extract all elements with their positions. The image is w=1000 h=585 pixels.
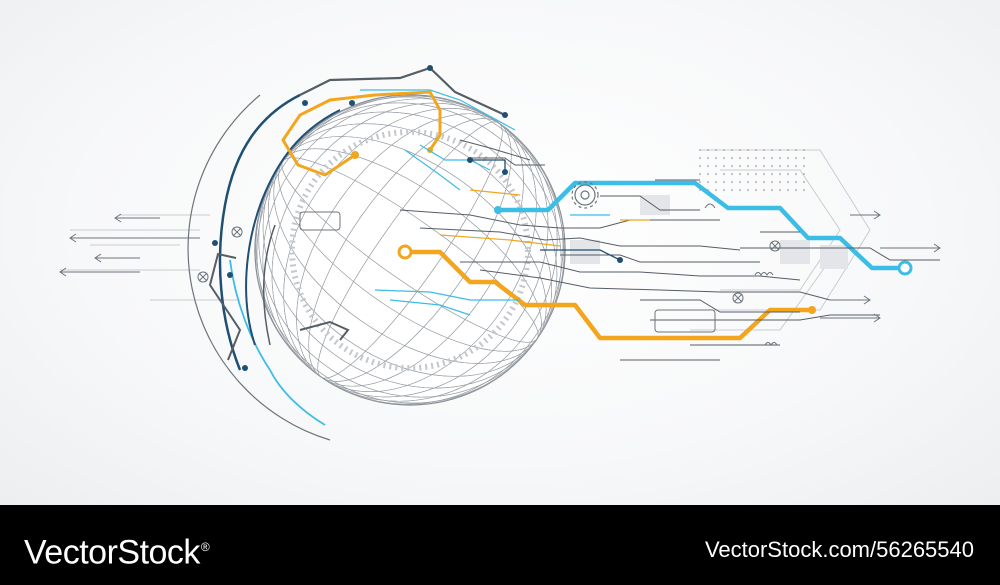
arrow-icon xyxy=(59,210,941,323)
circuit-traces-blue xyxy=(374,144,610,316)
brand-logo: VectorStock® xyxy=(24,527,210,572)
gear-icon xyxy=(571,181,599,209)
brand-name: VectorStock xyxy=(24,533,200,572)
circuit-traces-thin xyxy=(399,139,940,361)
registered-mark: ® xyxy=(200,540,210,554)
image-id: VectorStock.com/56265540 xyxy=(704,537,974,562)
circuit-traces-orange-thin xyxy=(439,189,650,247)
watermark-bar: VectorStock® VectorStock.com/56265540 xyxy=(0,505,1000,585)
globe-circuit-illustration xyxy=(59,65,941,441)
background-arrows xyxy=(60,149,871,331)
orbital-arcs xyxy=(187,66,516,441)
component-symbols xyxy=(197,203,781,346)
circuit-trace-orange xyxy=(397,244,816,341)
circuit-trace-cyan xyxy=(494,180,913,276)
node-icon xyxy=(212,65,623,371)
circuit-traces-navy xyxy=(470,159,621,261)
illustration-canvas xyxy=(0,0,1000,505)
